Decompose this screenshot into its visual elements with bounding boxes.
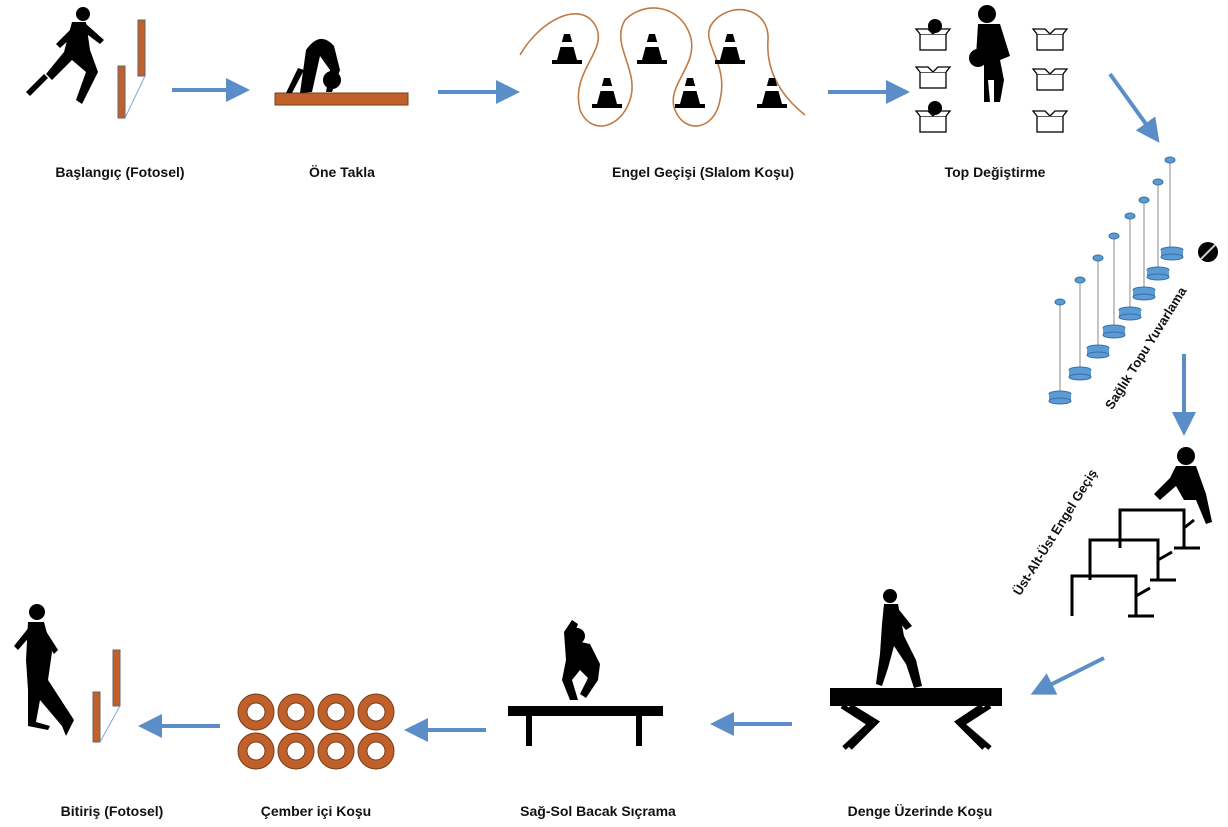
ball-swap-station [915,5,1068,133]
disc-marker [1132,286,1156,301]
medicine-ball-station [1048,156,1218,405]
forward-roll-silhouette-icon [286,38,341,93]
cone-icon [637,34,667,64]
hoop-run-station [237,693,395,770]
box-icon [1032,68,1068,91]
hoop-icon [357,693,395,731]
finish-label: Bitiriş (Fotosel) [60,803,164,819]
ball-icon [928,19,942,33]
cone-icon [552,34,582,64]
hoop-icon [237,693,275,731]
box-icon [1032,28,1068,51]
leg-jump-label: Sağ-Sol Bacak Sıçrama [520,803,676,819]
flow-arrow [1030,656,1105,695]
ball-swap-label: Top Değiştirme [944,164,1046,180]
player-with-ball-silhouette-icon [969,5,1010,102]
hoop-icon [357,732,395,770]
runner-silhouette-icon [26,7,104,104]
runner-silhouette-icon [14,604,74,736]
hoop-icon [317,693,355,731]
medicine-ball-icon [1198,242,1218,262]
balance-beam-label: Denge Üzerinde Koşu [847,803,993,819]
runner-on-beam-silhouette-icon [876,589,922,688]
disc-marker [1068,366,1092,381]
ball-icon [928,101,942,115]
jump-bench [508,706,663,716]
start-label: Başlangıç (Fotosel) [55,164,185,180]
balance-beam-station [830,589,1002,750]
box-icon [1032,110,1068,133]
cone-icon [757,78,787,108]
disc-marker [1048,390,1072,405]
hoop-icon [237,732,275,770]
start-station [26,7,146,119]
photocell-icon [92,649,121,743]
cone-icon [675,78,705,108]
gym-mat [274,92,409,106]
hurdler-silhouette-icon [1154,447,1212,524]
slalom-station [519,7,806,127]
hoop-icon [317,732,355,770]
jumper-silhouette-icon [562,620,600,700]
hoop-run-label: Çember içi Koşu [260,803,372,819]
disc-marker [1146,266,1170,281]
hoop-icon [277,732,315,770]
hoop-icon [277,693,315,731]
disc-marker [1086,344,1110,359]
hurdle-icon [1070,508,1200,618]
box-icon [915,66,951,89]
balance-beam [830,688,1002,706]
cone-icon [592,78,622,108]
cone-icon [715,34,745,64]
disc-marker [1160,246,1184,261]
slalom-path [519,7,806,127]
slalom-label: Engel Geçişi (Slalom Koşu) [611,164,795,180]
forward-roll-label: Öne Takla [309,164,375,180]
disc-marker [1102,324,1126,339]
photocell-icon [117,19,146,119]
finish-station [14,604,121,743]
flow-arrow [1108,72,1160,143]
forward-roll-station [274,38,409,106]
hurdles-station [1070,447,1212,618]
leg-jump-station [508,620,663,746]
disc-marker [1118,306,1142,321]
